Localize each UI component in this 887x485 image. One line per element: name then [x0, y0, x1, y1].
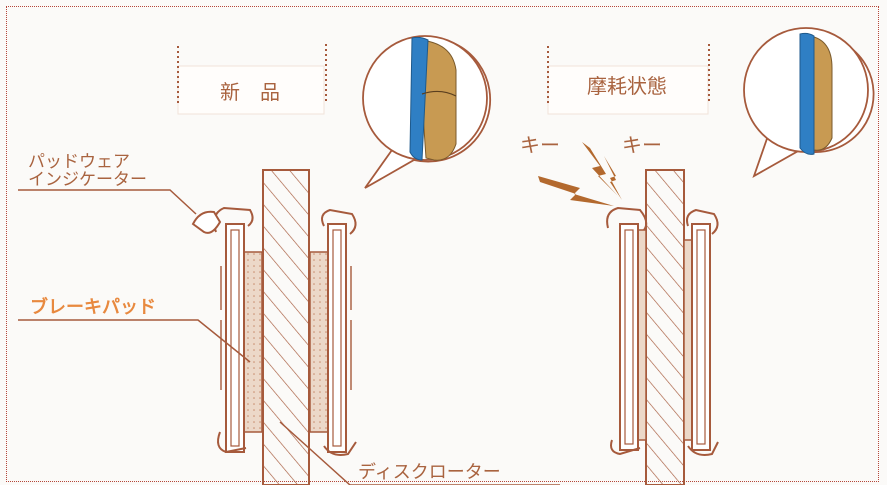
new-label: 新 品 — [220, 80, 280, 104]
disc-rotor-leader-line — [279, 421, 351, 485]
indicator-label-line2: インジケーター — [28, 170, 147, 190]
left-disc-rotor — [262, 169, 310, 485]
right-disc-rotor — [645, 169, 685, 485]
right-outer-pad-assembly — [683, 208, 719, 456]
worn-pad-callout — [743, 27, 875, 178]
left-inner-pad-assembly — [191, 206, 263, 454]
disc-rotor-label: ディスクローター — [358, 462, 501, 483]
worn-label-box: 摩耗状態 — [547, 44, 710, 115]
brake-pad-leader-line — [18, 319, 251, 363]
right-inner-pad-assembly — [606, 206, 648, 456]
squeal-lightning-icon — [538, 142, 622, 206]
new-pad-callout — [362, 35, 492, 189]
worn-label: 摩耗状態 — [587, 74, 667, 98]
indicator-leader-line — [18, 189, 197, 215]
indicator-label-line1: パッドウェア — [28, 152, 130, 172]
squeal-left-label: キー — [520, 133, 560, 157]
left-outer-pad-assembly — [309, 208, 357, 456]
dotted-frame — [6, 6, 879, 482]
worn-pad-icon — [799, 32, 833, 155]
brake-pad-label: ブレーキパッド — [30, 296, 156, 318]
squeal-right-label: キー — [622, 133, 662, 157]
new-pad-icon — [409, 36, 457, 161]
new-label-box: 新 品 — [177, 44, 327, 115]
